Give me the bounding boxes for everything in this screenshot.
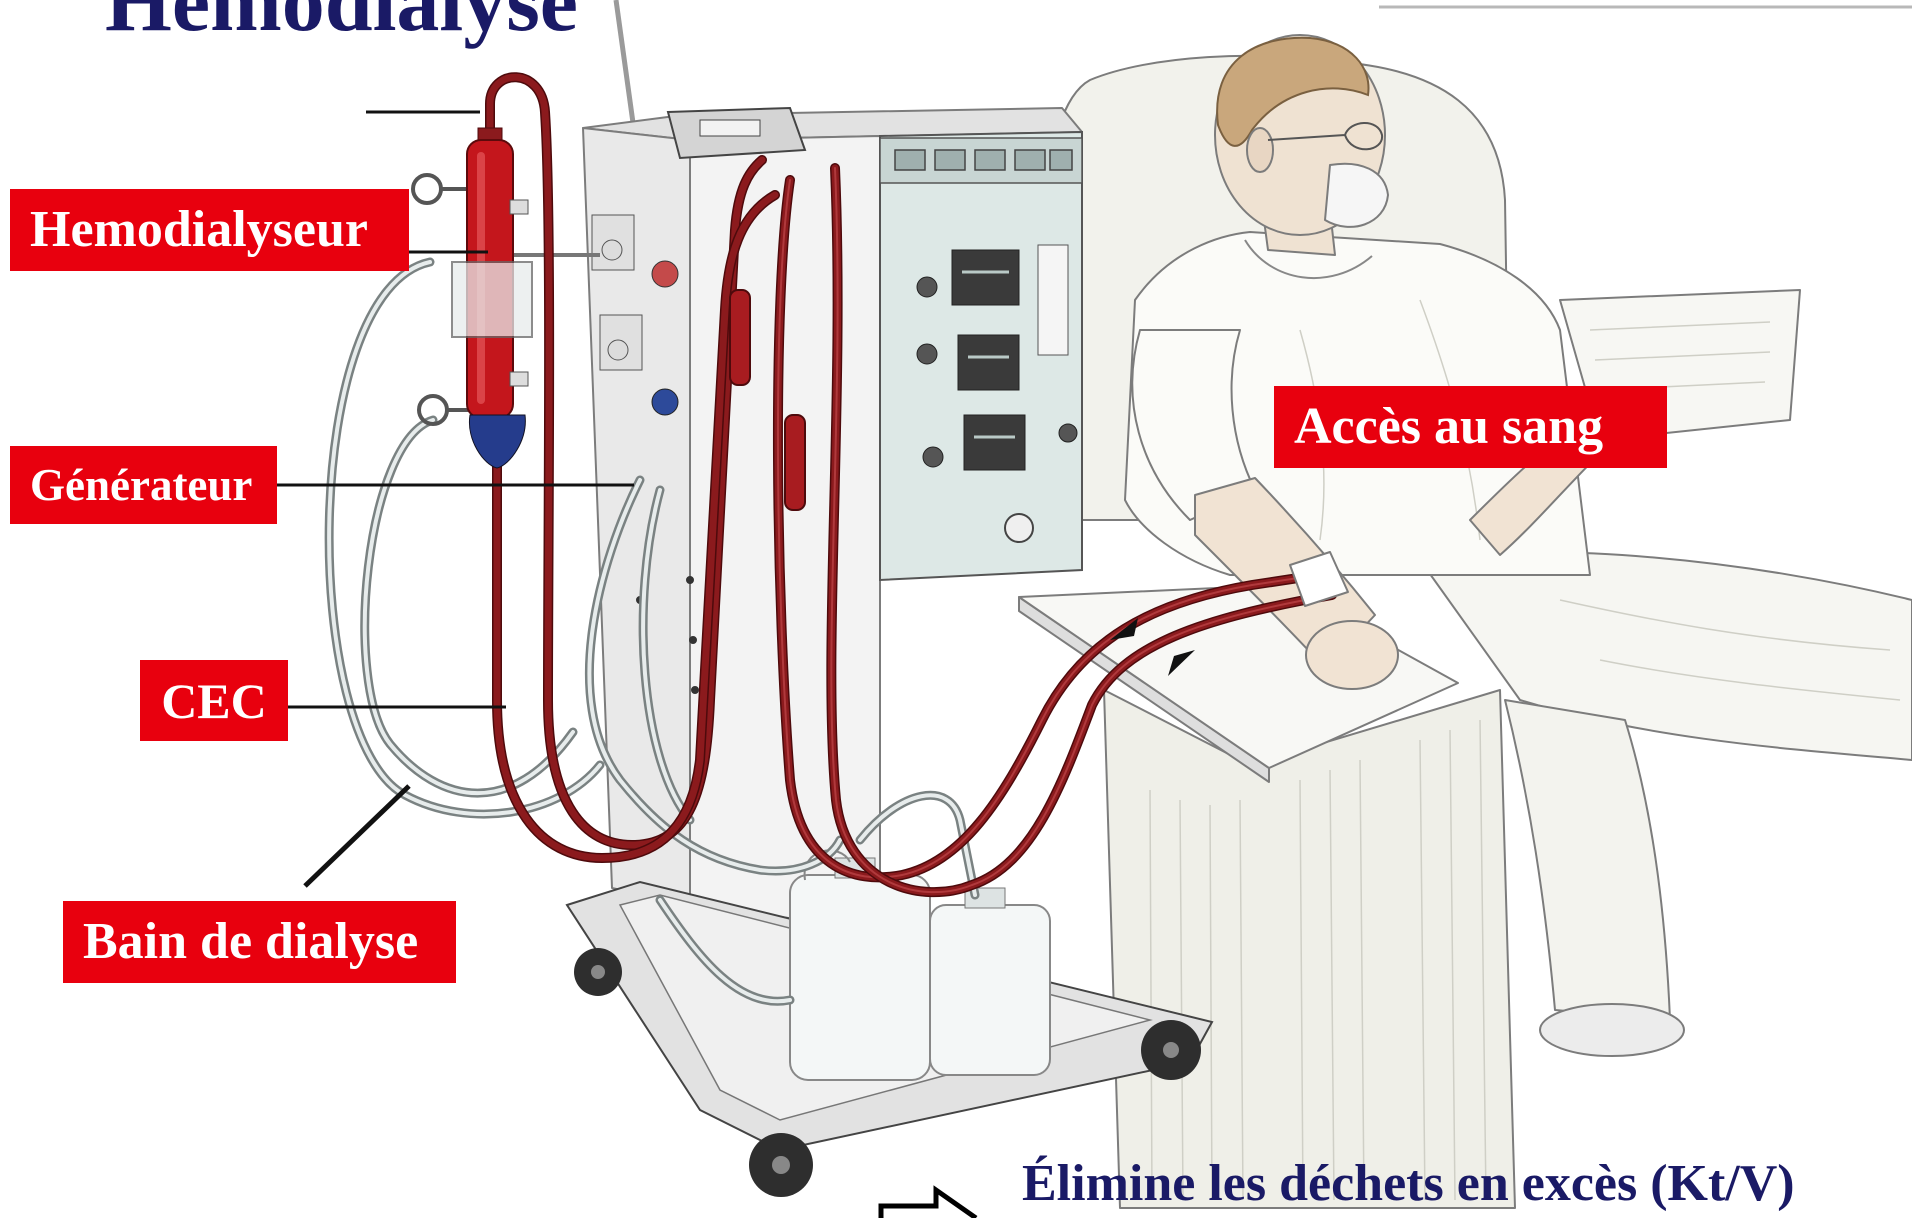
control-knob bbox=[923, 447, 943, 467]
wheel-hub bbox=[1163, 1042, 1179, 1058]
dialysate-jug bbox=[790, 875, 930, 1080]
patient-legs bbox=[1505, 700, 1670, 1020]
patient-hand bbox=[1306, 621, 1398, 689]
control-panel-buttons bbox=[895, 150, 1072, 170]
control-knob bbox=[1059, 424, 1077, 442]
label-text: Accès au sang bbox=[1294, 401, 1603, 453]
dialysate-jug bbox=[930, 905, 1050, 1075]
iv-pole bbox=[616, 0, 634, 130]
machine-knob bbox=[608, 340, 628, 360]
control-knob bbox=[917, 344, 937, 364]
dialyzer-port bbox=[510, 372, 528, 386]
label-hemodialyseur: Hemodialyseur bbox=[10, 189, 409, 271]
label-text: CEC bbox=[161, 676, 267, 726]
clamp-ring bbox=[413, 175, 441, 203]
label-text: Hemodialyseur bbox=[30, 204, 368, 256]
label-cec: CEC bbox=[140, 660, 288, 741]
control-knob bbox=[1005, 514, 1033, 542]
side-display bbox=[1038, 245, 1068, 355]
wheel-hub bbox=[591, 965, 605, 979]
machine-knob-red bbox=[652, 261, 678, 287]
label-text: Générateur bbox=[30, 463, 252, 508]
display-screen bbox=[964, 415, 1025, 470]
dialyzer-bottom-cap bbox=[469, 415, 525, 468]
display-screen bbox=[958, 335, 1019, 390]
control-knob bbox=[917, 277, 937, 297]
dialysate-jugs bbox=[790, 850, 1050, 1080]
leader-line-bain-de-dialyse bbox=[305, 786, 409, 886]
wheel-hub bbox=[772, 1156, 790, 1174]
machine-knob-blue bbox=[652, 389, 678, 415]
label-text: Bain de dialyse bbox=[83, 916, 418, 968]
drip-chamber bbox=[785, 415, 805, 510]
right-arrow-outline bbox=[881, 1190, 976, 1218]
caption-text: Élimine les déchets en excès (Kt/V) bbox=[1022, 1158, 1795, 1210]
slide-title-clip: Hemodialyse bbox=[105, 0, 605, 62]
label-bain-de-dialyse: Bain de dialyse bbox=[63, 901, 456, 983]
dialyzer-port bbox=[510, 200, 528, 214]
patient-ear bbox=[1247, 128, 1273, 172]
label-acces-au-sang: Accès au sang bbox=[1274, 386, 1667, 468]
slide-title: Hemodialyse bbox=[105, 0, 578, 44]
label-generateur: Générateur bbox=[10, 446, 277, 524]
chair-side-panel bbox=[1104, 690, 1515, 1208]
drip-chamber bbox=[730, 290, 750, 385]
patient-feet bbox=[1540, 1004, 1684, 1056]
pump-display bbox=[700, 120, 760, 136]
display-screen bbox=[952, 250, 1019, 305]
dialysate-hose bbox=[365, 420, 573, 793]
machine-knob bbox=[602, 240, 622, 260]
dialyzer-holder bbox=[452, 262, 532, 337]
right-arrow-icon bbox=[876, 1184, 982, 1218]
dialysate-hose bbox=[365, 420, 573, 793]
dialysate-hoses-back bbox=[329, 262, 600, 814]
